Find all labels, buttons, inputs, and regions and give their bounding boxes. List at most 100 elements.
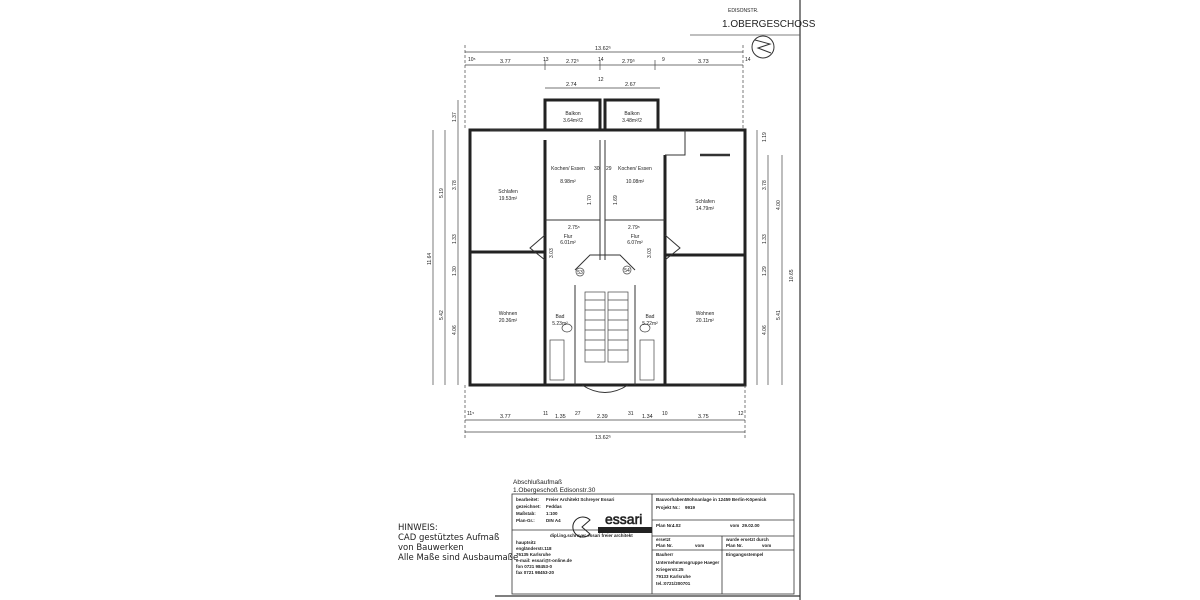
- office-name: dipl.ing.schreyer essari freier architek…: [550, 533, 633, 538]
- dim-label: 1.37: [452, 112, 458, 122]
- room-left-kitchen: Kochen/ Essen 8.98m²: [551, 166, 585, 185]
- office-address: fon 0721 98453-0: [516, 564, 553, 569]
- dim-label: 3.03: [647, 248, 653, 258]
- dim-label: 4.00: [776, 200, 782, 210]
- stamp-label: Eingangsstempel: [726, 552, 763, 557]
- tb-value: Feddas: [546, 504, 562, 509]
- svg-text:Bad: Bad: [646, 314, 655, 320]
- svg-text:Wohnen: Wohnen: [696, 311, 715, 317]
- svg-text:5.23m²: 5.23m²: [552, 321, 568, 327]
- tb-label: Maßstab:: [516, 511, 536, 516]
- svg-text:architektenbüro: architektenbüro: [601, 528, 633, 533]
- dim-label: 1.69: [613, 195, 619, 205]
- dim-label: 11.64: [427, 253, 433, 265]
- dim-label: 11⁵: [467, 411, 474, 417]
- tb-label: Bauherr: [656, 552, 674, 557]
- svg-text:3.48m²/2: 3.48m²/2: [622, 118, 642, 124]
- walls: [468, 98, 747, 393]
- dim-label: 12: [738, 411, 744, 417]
- svg-text:Balkon: Balkon: [624, 111, 640, 117]
- svg-text:Bad: Bad: [556, 314, 565, 320]
- dim-label: 1.33: [762, 234, 768, 244]
- dim-label: 2.74: [566, 82, 577, 88]
- plan-heading: Abschlußaufmaß: [513, 479, 562, 486]
- dim-label: 30: [594, 166, 600, 172]
- client-line: 79133 Karlsruhe: [656, 574, 691, 579]
- stair-marker: 54: [622, 265, 632, 275]
- svg-text:14.79m²: 14.79m²: [696, 206, 715, 212]
- dim-label: 31: [628, 411, 634, 417]
- tb-value: 9919: [685, 505, 696, 510]
- note-line: HINWEIS:: [398, 523, 438, 533]
- svg-text:53: 53: [577, 270, 583, 276]
- note-line: Alle Maße sind Ausbaumaße: [398, 553, 518, 563]
- note-line: von Bauwerken: [398, 543, 464, 553]
- tb-label: Projekt Nr.:: [656, 505, 681, 510]
- svg-text:Balkon: Balkon: [565, 111, 581, 117]
- tb-label: Plan Nr.: [726, 543, 743, 548]
- tb-label: vom: [762, 543, 771, 548]
- floor-title: 1.OBERGESCHOSS: [722, 19, 816, 30]
- dim-label: 10: [662, 411, 668, 417]
- tb-label: Plan Nr.: [656, 543, 673, 548]
- north-arrow-icon: [751, 35, 775, 59]
- dim-label: 3.77: [500, 414, 511, 420]
- dim-label: 2.79⁵: [628, 225, 640, 231]
- dim-label: 2.39: [597, 414, 608, 420]
- tb-label: Plan Nr.:: [656, 523, 675, 528]
- dim-label: 1.34: [642, 414, 653, 420]
- dim-label: 1.35: [555, 414, 566, 420]
- svg-text:Schlafen: Schlafen: [695, 199, 715, 205]
- tb-label: ersetzt: [656, 537, 671, 542]
- dim-label: 2.75⁵: [568, 225, 580, 231]
- tb-label: wurde ersetzt durch: [725, 537, 769, 542]
- tb-value: 4.02: [672, 523, 681, 528]
- dim-label: 12: [598, 77, 604, 83]
- tb-value: DIN A4: [546, 518, 561, 523]
- svg-text:Kochen/ Essen: Kochen/ Essen: [551, 166, 585, 172]
- tb-label: vom: [730, 523, 739, 528]
- dim-label: 10.65: [789, 269, 795, 282]
- dim-label: 1.19: [762, 132, 768, 142]
- sheet-header-faded: EDISONSTR.: [728, 8, 759, 14]
- dimension-lines-left: [432, 100, 459, 385]
- dimension-lines-top: [464, 45, 744, 130]
- dim-label: 1.29: [762, 266, 768, 276]
- tb-label: gezeichnet:: [516, 504, 541, 509]
- dim-label: 3.03: [549, 248, 555, 258]
- dim-label: 14: [745, 57, 751, 63]
- dim-label: 2.72⁵: [566, 58, 579, 65]
- dim-label: 3.73: [698, 59, 709, 65]
- dim-label: 1.33: [452, 234, 458, 244]
- dim-label: 3.78: [452, 180, 458, 190]
- office-address: 76135 Karlsruhe: [516, 552, 551, 557]
- dimension-lines-bottom: [464, 385, 746, 440]
- svg-text:10.08m²: 10.08m²: [626, 179, 645, 185]
- dim-label: 13: [543, 57, 549, 63]
- svg-text:6.01m²: 6.01m²: [560, 240, 576, 246]
- dim-label: 5.41: [776, 310, 782, 320]
- dim-bottom-total: 13.62⁵: [595, 434, 611, 441]
- svg-text:8.98m²: 8.98m²: [560, 179, 576, 185]
- dim-label: 4.06: [762, 325, 768, 335]
- client-line: Unternehmensgruppe Haeger: [656, 560, 720, 565]
- svg-text:Flur: Flur: [564, 234, 573, 240]
- svg-text:essari: essari: [605, 511, 642, 527]
- tb-label: Plan-Gr.:: [516, 518, 535, 523]
- svg-text:6.07m²: 6.07m²: [627, 240, 643, 246]
- dim-label: 2.67: [625, 82, 636, 88]
- dim-top-total: 13.62⁵: [595, 45, 611, 52]
- plan-subheading: 1.Obergeschoß Edisonstr.30: [513, 487, 596, 494]
- svg-text:54: 54: [624, 268, 630, 274]
- svg-text:Schlafen: Schlafen: [498, 189, 518, 195]
- svg-text:Flur: Flur: [631, 234, 640, 240]
- svg-text:20.11m²: 20.11m²: [696, 318, 714, 324]
- dim-label: 9: [662, 57, 665, 63]
- tb-label: vom: [695, 543, 704, 548]
